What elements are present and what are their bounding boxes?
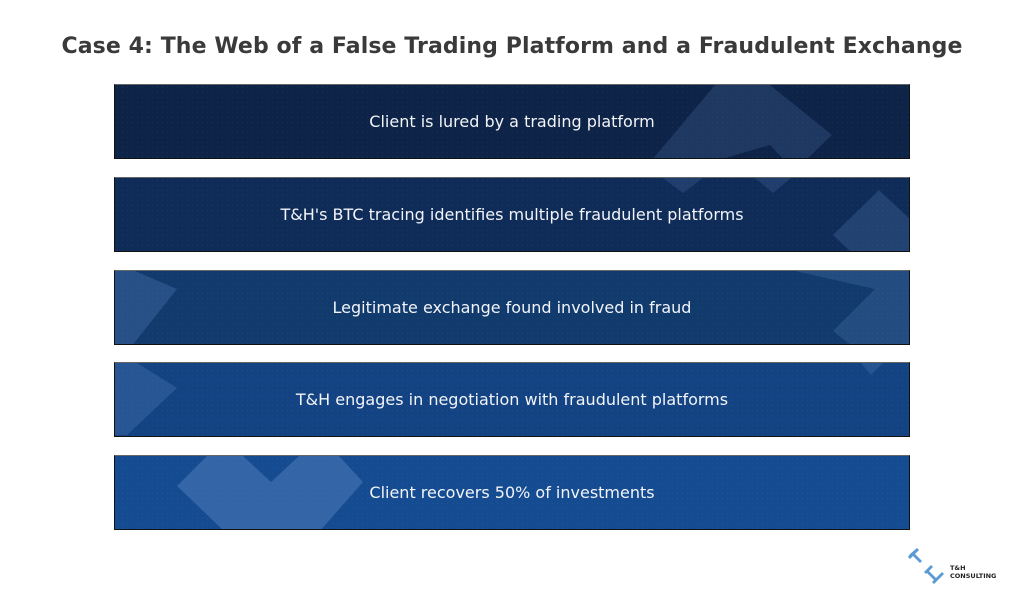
- logo-line-2: CONSULTING: [950, 572, 997, 580]
- decorative-chevron-shape: [115, 271, 909, 344]
- step-3-box: Legitimate exchange found involved in fr…: [114, 270, 910, 345]
- logo-wordmark: T&H CONSULTING: [950, 564, 996, 580]
- step-2-box: T&H's BTC tracing identifies multiple fr…: [114, 177, 910, 252]
- decorative-chevron-shape: [663, 178, 909, 251]
- decorative-chevron-shape: [115, 363, 883, 435]
- dot-texture: [115, 363, 909, 436]
- logo-mark-icon: [908, 548, 944, 584]
- dot-texture: [115, 178, 909, 251]
- step-3-label: Legitimate exchange found involved in fr…: [332, 298, 692, 317]
- step-2-label: T&H's BTC tracing identifies multiple fr…: [280, 205, 744, 224]
- th-consulting-logo: T&H CONSULTING: [906, 546, 1016, 590]
- decorative-chevron-shape: [177, 456, 363, 529]
- decorative-chevron-shape: [653, 85, 832, 158]
- step-5-label: Client recovers 50% of investments: [369, 483, 655, 502]
- step-1-box: Client is lured by a trading platform: [114, 84, 910, 159]
- dot-texture: [115, 271, 909, 344]
- step-5-box: Client recovers 50% of investments: [114, 455, 910, 530]
- dot-texture: [115, 85, 909, 158]
- dot-texture: [115, 456, 909, 529]
- step-4-label: T&H engages in negotiation with fraudule…: [295, 390, 729, 409]
- page-title: Case 4: The Web of a False Trading Platf…: [61, 34, 963, 59]
- step-1-label: Client is lured by a trading platform: [369, 112, 655, 131]
- step-4-box: T&H engages in negotiation with fraudule…: [114, 362, 910, 437]
- logo-line-1: T&H: [950, 564, 966, 572]
